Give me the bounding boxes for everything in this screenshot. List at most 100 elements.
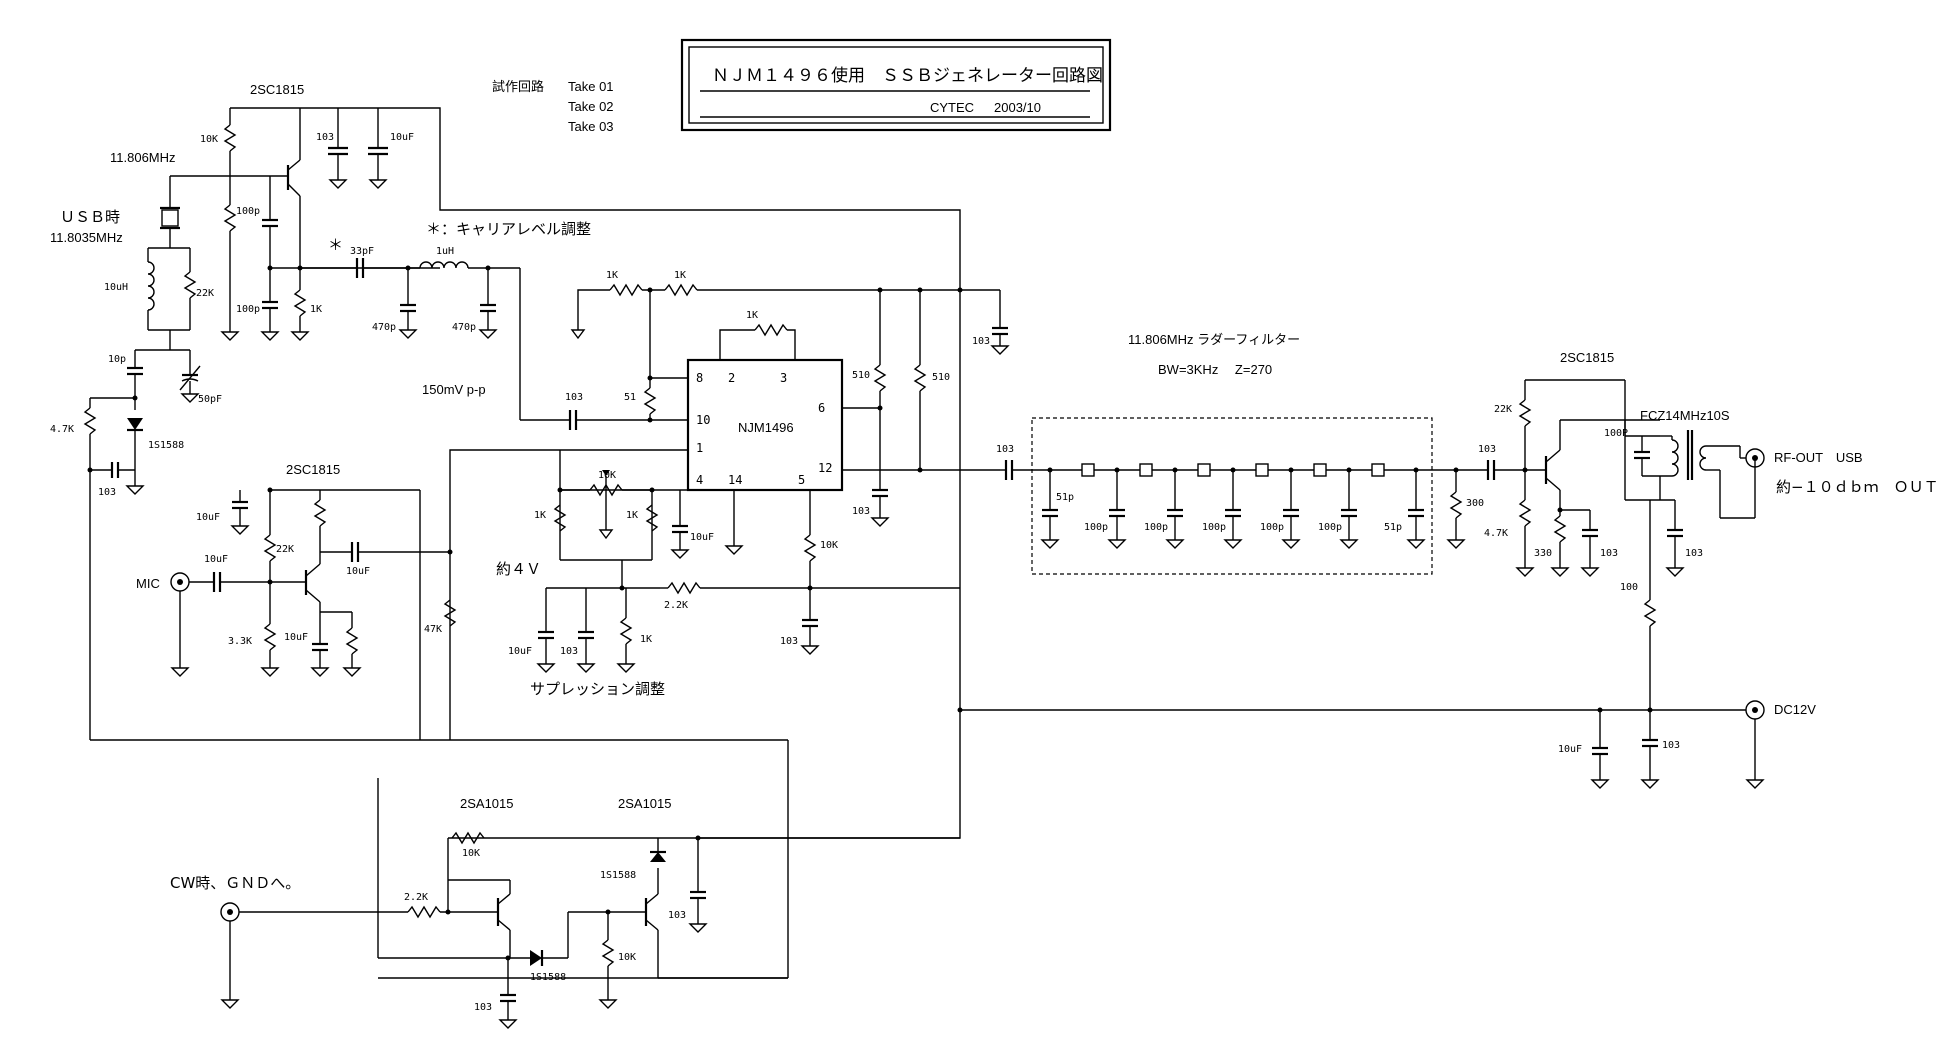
label-c103-in: 103	[565, 392, 583, 403]
mic-amplifier: 2SC1815 10uF MIC 10uF 22K 3.3K	[136, 462, 450, 740]
label-r510-b: 510	[932, 372, 950, 383]
r-10k-ic	[803, 534, 817, 562]
title-block-outer-frame	[680, 38, 1112, 132]
pin-4: 4	[696, 473, 703, 487]
label-r510-a: 510	[852, 370, 870, 381]
label-r47k-rf: 4.7K	[1484, 528, 1508, 539]
r-emitter-mic	[345, 627, 359, 655]
revision-list: 試作回路 Take 01 Take 02 Take 03	[492, 79, 614, 134]
label-l10uh: 10uH	[104, 282, 128, 293]
label-r10k-sw2: 10K	[618, 952, 636, 963]
filter-cap-6: 100p	[1318, 467, 1359, 549]
label-l1uh: 1uH	[436, 246, 454, 257]
r-bias-mic	[313, 499, 327, 527]
label-r22k-osc: 22K	[196, 288, 214, 299]
filter-shunt-caps: 51p 100p 100p 100p	[1040, 467, 1426, 549]
label-r22k-rf: 22K	[1494, 404, 1512, 415]
label-c10uf-mic1: 10uF	[196, 512, 220, 523]
label-c103-rf: 103	[1600, 548, 1618, 559]
r-2.2k-sw	[407, 905, 441, 919]
ic-body	[686, 358, 844, 492]
diagram-title: ＮＪＭ１４９６使用 ＳＳＢジェネレーター回路図	[712, 65, 1103, 86]
pin-14: 14	[728, 473, 742, 487]
label-c100p-b: 100p	[236, 304, 260, 315]
label-c10uf-sup: 10uF	[508, 646, 532, 657]
label-c470p-b: 470p	[452, 322, 476, 333]
mic-transistor-label: 2SC1815	[286, 462, 340, 477]
ladder-filter: 11.806MHz ラダーフィルター BW=3KHz Z=270 103	[996, 332, 1546, 575]
label-c33p: 33pF	[350, 246, 374, 257]
r-10k-sw2	[601, 939, 615, 967]
r-22k-osc	[183, 271, 197, 299]
label-c100p-rf: 100P	[1604, 428, 1628, 439]
label-r51: 51	[624, 392, 636, 403]
r-51	[643, 387, 657, 415]
label-d-sw: 1S1588	[530, 972, 566, 983]
diode-sw	[530, 950, 542, 966]
transformer-secondary	[1699, 445, 1707, 471]
r-10k-osc	[223, 124, 237, 152]
asterisk-mark: ＊	[328, 236, 343, 254]
label-c470p-a: 470p	[372, 322, 396, 333]
r-1k-b	[664, 283, 698, 297]
crystal-3	[1197, 463, 1211, 477]
label-c103-osc: 103	[316, 132, 334, 143]
diagram-date: 2003/10	[994, 100, 1041, 115]
approx-4v-note: 約４Ｖ	[496, 560, 541, 578]
filter-crystals	[1081, 463, 1460, 477]
njm1496-ic: NJM1496 8 2 3 10 6 1 12 4 14 5 1K 1K 1K …	[424, 270, 1010, 740]
crystal-2	[1139, 463, 1153, 477]
label-r1k-d: 1K	[534, 510, 546, 521]
pin-2: 2	[728, 371, 735, 385]
r-47k-mic	[443, 599, 457, 627]
label-c103-sw: 103	[474, 1002, 492, 1013]
label-r1k-a: 1K	[606, 270, 618, 281]
r-bias-osc	[223, 204, 237, 232]
label-c103-ic2: 103	[780, 636, 798, 647]
crystal-1	[1081, 463, 1095, 477]
label-r10k-osc: 10K	[200, 134, 218, 145]
l-1uh	[419, 261, 469, 269]
label-filter-cap-7: 51p	[1384, 522, 1402, 533]
rf-out-label: RF-OUT USB	[1774, 450, 1863, 465]
crystal-5	[1313, 463, 1327, 477]
label-c10uf-ic: 10uF	[690, 532, 714, 543]
crystal-osc	[161, 209, 179, 227]
label-c103-f2: 103	[1478, 444, 1496, 455]
title-block-inner-frame	[688, 46, 1104, 124]
r-22k-mic	[263, 534, 277, 562]
ic-name: NJM1496	[738, 420, 794, 435]
filter-cap-3: 100p	[1144, 467, 1185, 549]
label-c100p-a: 100p	[236, 206, 260, 217]
r-2.2k	[667, 581, 701, 595]
r-1k-gain	[754, 323, 788, 337]
r-330	[1553, 515, 1567, 543]
pin-10: 10	[696, 413, 710, 427]
dc-power-section: 10uF 103 DC12V	[957, 700, 1816, 789]
label-r47k-mic: 47K	[424, 624, 442, 635]
signal-level-note: 150mV p-p	[422, 382, 486, 397]
carrier-level-network: ＊ ＊：キャリアレベル調整 33pF 1uH 470p 470p 103 150…	[300, 220, 688, 430]
label-vr10k: 10K	[598, 470, 616, 481]
rf-output-amplifier: 2SC1815 22K 4.7K 330 103 FCZ14MHz10S 10	[1484, 350, 1939, 710]
label-c10uf-osc: 10uF	[390, 132, 414, 143]
label-filter-cap-3: 100p	[1144, 522, 1168, 533]
r-300	[1449, 491, 1463, 519]
filter-boundary	[1031, 417, 1433, 575]
label-vc50p: 50pF	[198, 394, 222, 405]
label-filter-cap-5: 100p	[1260, 522, 1284, 533]
label-r22k-mic: 22K	[276, 544, 294, 555]
label-r10k-ic: 10K	[820, 540, 838, 551]
crystal-4	[1255, 463, 1269, 477]
r-10k-sw	[451, 831, 485, 845]
label-r22-k: 2.2K	[664, 600, 688, 611]
title-block: ＮＪＭ１４９６使用 ＳＳＢジェネレーター回路図 CYTEC 2003/10	[680, 38, 1112, 132]
label-c103-f1: 103	[996, 444, 1014, 455]
r-4.7k-rf	[1518, 499, 1532, 527]
filter-cap-2: 100p	[1084, 467, 1127, 549]
usb-mode-label: ＵＳＢ時	[60, 208, 120, 226]
r-1k-sup	[619, 617, 633, 645]
label-r22k-sw: 2.2K	[404, 892, 428, 903]
revision-take-03: Take 03	[568, 119, 614, 134]
dc12v-label: DC12V	[1774, 702, 1816, 717]
